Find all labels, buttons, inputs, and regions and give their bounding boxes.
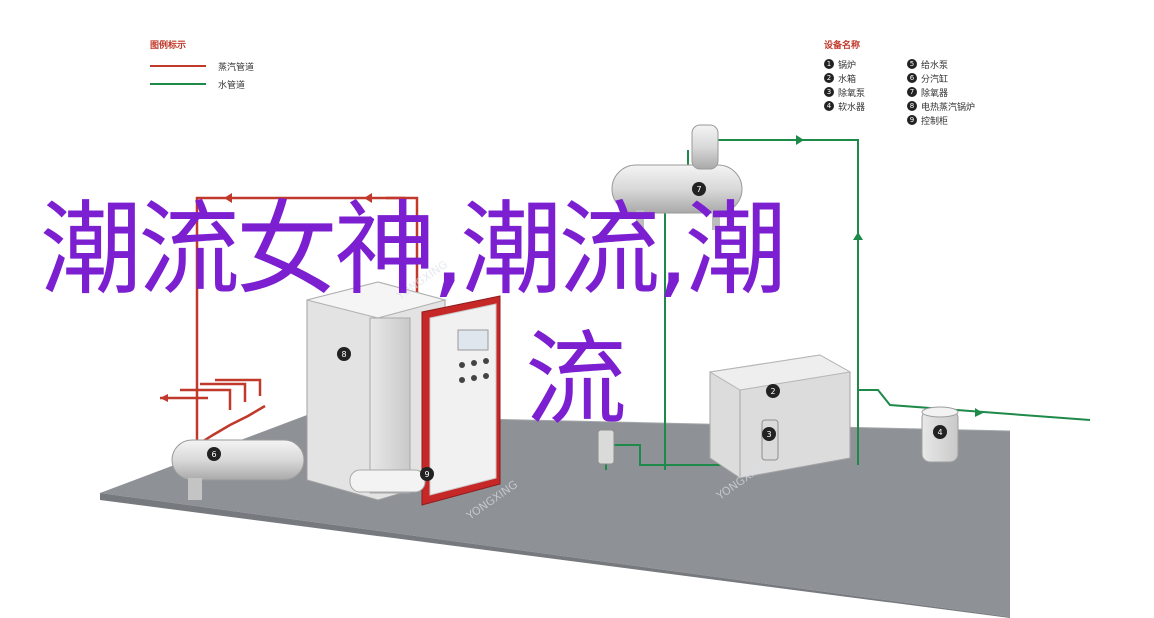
legend-row-water: 水管道 (150, 75, 310, 93)
device-tags: 2 3 4 6 7 8 9 (207, 182, 947, 481)
pipe-legend-title: 图例标示 (150, 41, 187, 51)
svg-text:7: 7 (696, 185, 701, 194)
water-flow-arrows (796, 135, 983, 417)
legend-row-steam: 蒸汽管道 (150, 57, 310, 75)
steam-flow-arrows (160, 193, 372, 402)
tag-8: 8 (337, 347, 351, 361)
steam-pipes (160, 196, 419, 447)
overlay-headline-line-2: 流 (525, 321, 627, 440)
steam-pipe-swatch (150, 65, 206, 67)
steam-pipe-label: 蒸汽管道 (218, 62, 255, 73)
equipment-legend-title: 设备名称 (824, 41, 861, 51)
svg-text:9: 9 (424, 470, 429, 479)
svg-text:6: 6 (211, 450, 216, 459)
steam-header (171, 439, 305, 500)
overlay-headline-line-1: 潮流女神,潮流,潮 (40, 191, 787, 310)
water-tank (708, 354, 852, 479)
tag-9: 9 (420, 467, 434, 481)
svg-text:3: 3 (766, 430, 771, 439)
control-cabinet (349, 295, 501, 506)
tag-7: 7 (692, 182, 706, 196)
tag-3: 3 (762, 427, 776, 441)
electric-steam-boiler (306, 281, 447, 501)
tag-4: 4 (933, 425, 947, 439)
pipe-legend: 图例标示 蒸汽管道 水管道 (150, 38, 310, 93)
svg-text:4: 4 (937, 428, 942, 437)
water-pipe-swatch (150, 83, 206, 85)
tag-2: 2 (766, 384, 780, 398)
svg-text:2: 2 (770, 387, 775, 396)
deaerator-tank (611, 124, 743, 230)
water-pipe-label: 水管道 (218, 80, 246, 91)
tag-6: 6 (207, 447, 221, 461)
svg-text:8: 8 (341, 350, 346, 359)
